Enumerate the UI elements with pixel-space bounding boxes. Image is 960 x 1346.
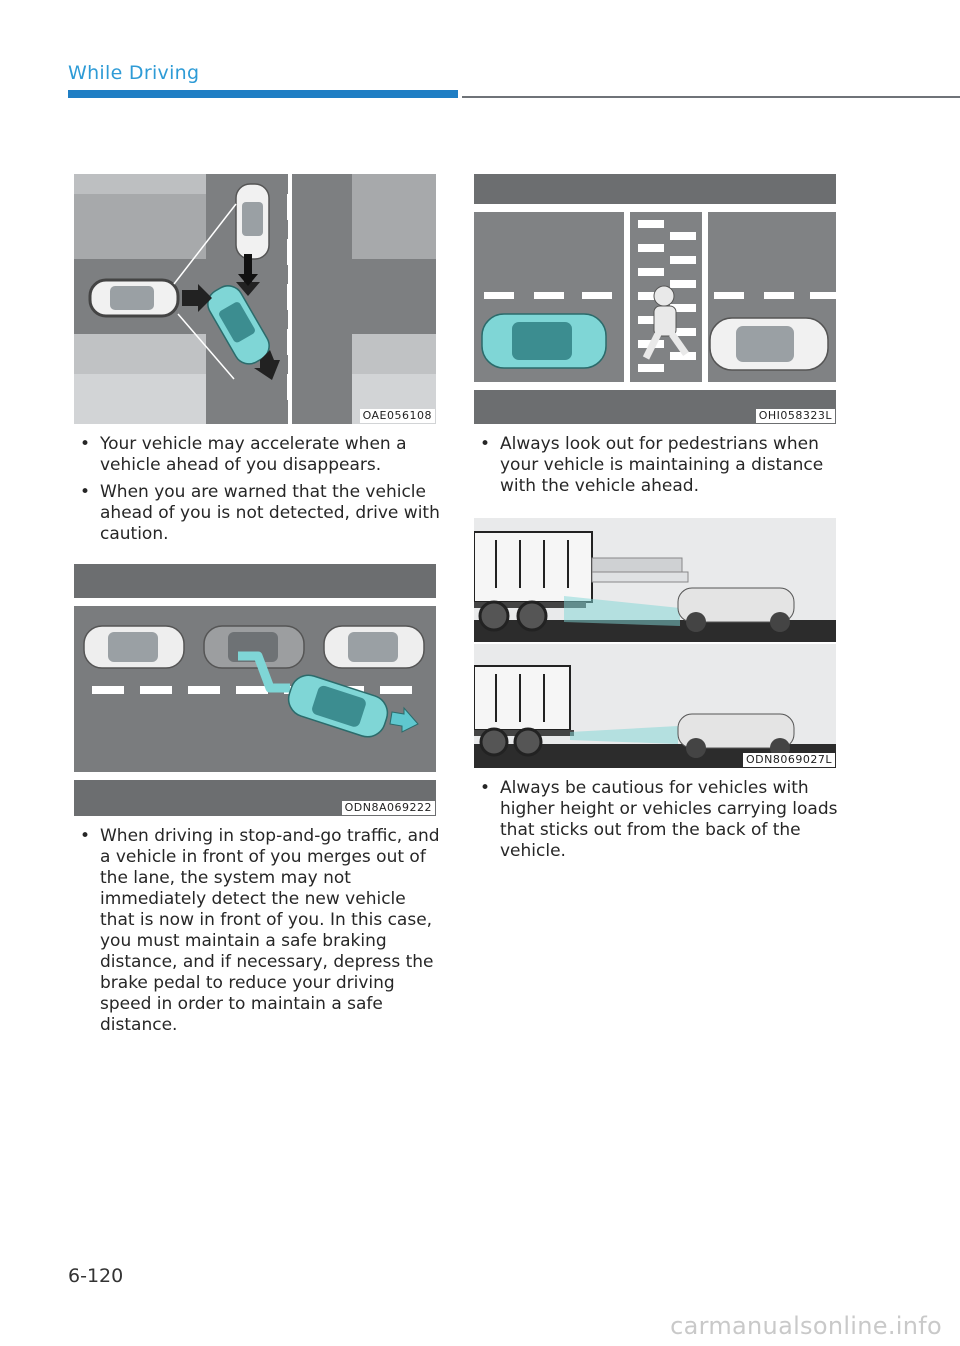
pedestrian-illustration [474, 174, 836, 424]
figure-code: ODN8069027L [743, 753, 835, 767]
header-rule [462, 96, 960, 98]
figure-code: OAE056108 [359, 409, 435, 423]
truck-illustration [474, 518, 836, 768]
list-item: Always look out for pedestrians when you… [474, 434, 840, 497]
watermark: carmanualsonline.info [670, 1312, 942, 1340]
section-title: While Driving [68, 62, 200, 84]
figure-intersection: OAE056108 [74, 174, 436, 424]
list-item: Always be cautious for vehicles with hig… [474, 778, 840, 862]
header-rule-accent [68, 90, 458, 98]
bullet-list-right-a: Always look out for pedestrians when you… [474, 434, 840, 503]
list-item: When driving in stop-and-go traffic, and… [74, 826, 444, 1036]
list-item: When you are warned that the vehicle ahe… [74, 482, 440, 545]
bullet-list-left-a: Your vehicle may accelerate when a vehic… [74, 434, 440, 551]
figure-pedestrian: OHI058323L [474, 174, 836, 424]
page-number: 6-120 [68, 1265, 124, 1287]
intersection-illustration [74, 174, 436, 424]
list-item: Your vehicle may accelerate when a vehic… [74, 434, 440, 476]
lane-merge-illustration [74, 564, 436, 816]
figure-code: OHI058323L [755, 409, 835, 423]
bullet-list-right-b: Always be cautious for vehicles with hig… [474, 778, 840, 868]
bullet-list-left-b: When driving in stop-and-go traffic, and… [74, 826, 444, 1042]
figure-code: ODN8A069222 [341, 801, 435, 815]
figure-lane-merge: ODN8A069222 [74, 564, 436, 816]
figure-trucks: ODN8069027L [474, 518, 836, 768]
